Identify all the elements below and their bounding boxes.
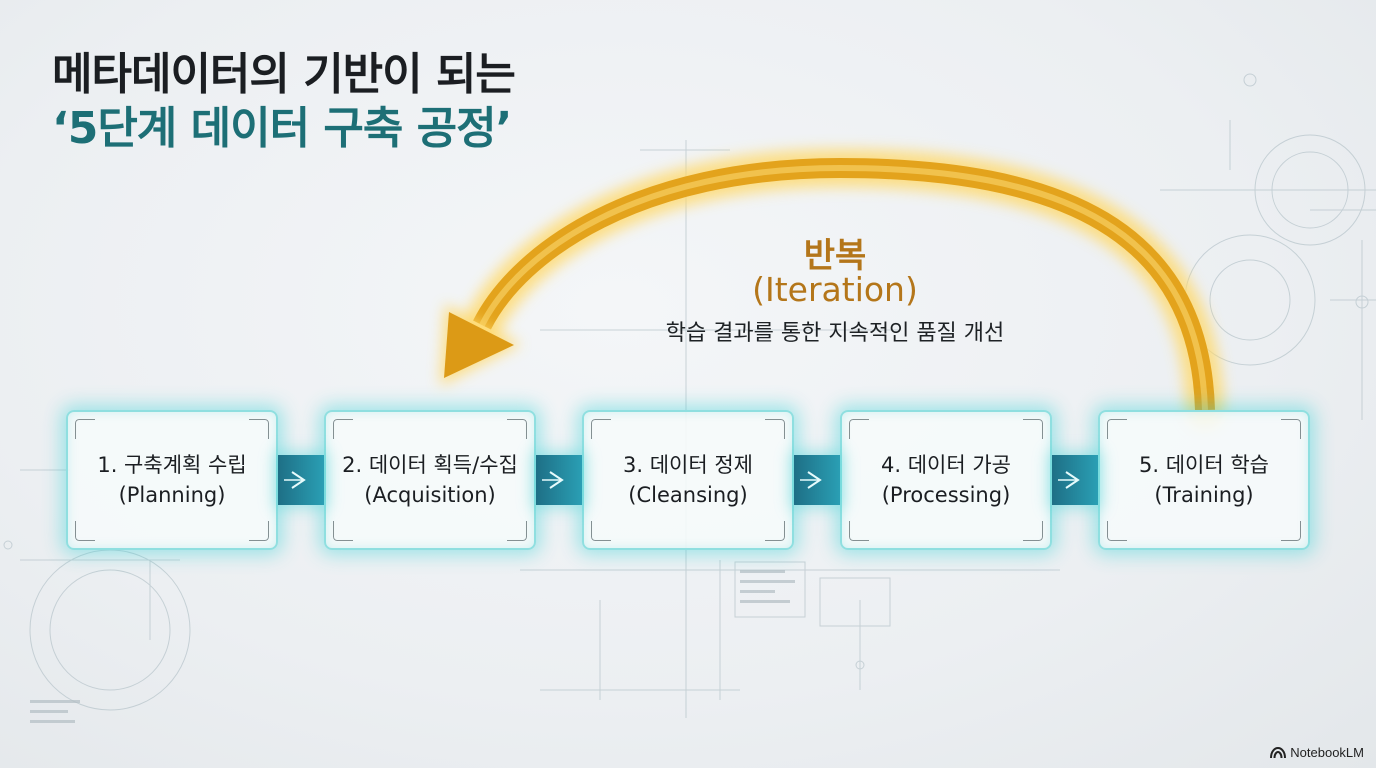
step-label: 2. 데이터 획득/수집 bbox=[342, 453, 518, 477]
page-title: 메타데이터의 기반이 되는 bbox=[52, 49, 516, 100]
step-label: 1. 구축계획 수립 bbox=[97, 453, 247, 477]
chevron-right-icon bbox=[794, 455, 840, 505]
brand-label: NotebookLM bbox=[1290, 745, 1364, 760]
step-processing: 4. 데이터 가공 (Processing) bbox=[840, 410, 1052, 550]
step-sublabel: (Training) bbox=[1154, 483, 1254, 507]
iteration-sublabel: (Iteration) bbox=[752, 270, 918, 309]
step-sublabel: (Acquisition) bbox=[364, 483, 496, 507]
step-planning: 1. 구축계획 수립 (Planning) bbox=[66, 410, 278, 550]
iteration-description: 학습 결과를 통한 지속적인 품질 개선 bbox=[665, 321, 1005, 346]
iteration-label: 반복 bbox=[803, 236, 867, 276]
notebooklm-logo-icon bbox=[1270, 746, 1287, 758]
step-cleansing: 3. 데이터 정제 (Cleansing) bbox=[582, 410, 794, 550]
chevron-right-icon bbox=[536, 455, 582, 505]
step-sublabel: (Planning) bbox=[118, 483, 226, 507]
step-label: 3. 데이터 정제 bbox=[623, 453, 753, 477]
step-label: 4. 데이터 가공 bbox=[881, 453, 1011, 477]
step-sublabel: (Processing) bbox=[881, 483, 1011, 507]
step-training: 5. 데이터 학습 (Training) bbox=[1098, 410, 1310, 550]
step-label: 5. 데이터 학습 bbox=[1139, 453, 1269, 477]
chevron-right-icon bbox=[278, 455, 324, 505]
page-subtitle: ‘5단계 데이터 구축 공정’ bbox=[52, 103, 512, 154]
step-sublabel: (Cleansing) bbox=[628, 483, 748, 507]
step-acquisition: 2. 데이터 획득/수집 (Acquisition) bbox=[324, 410, 536, 550]
chevron-right-icon bbox=[1052, 455, 1098, 505]
notebooklm-branding: NotebookLM bbox=[1270, 745, 1364, 760]
